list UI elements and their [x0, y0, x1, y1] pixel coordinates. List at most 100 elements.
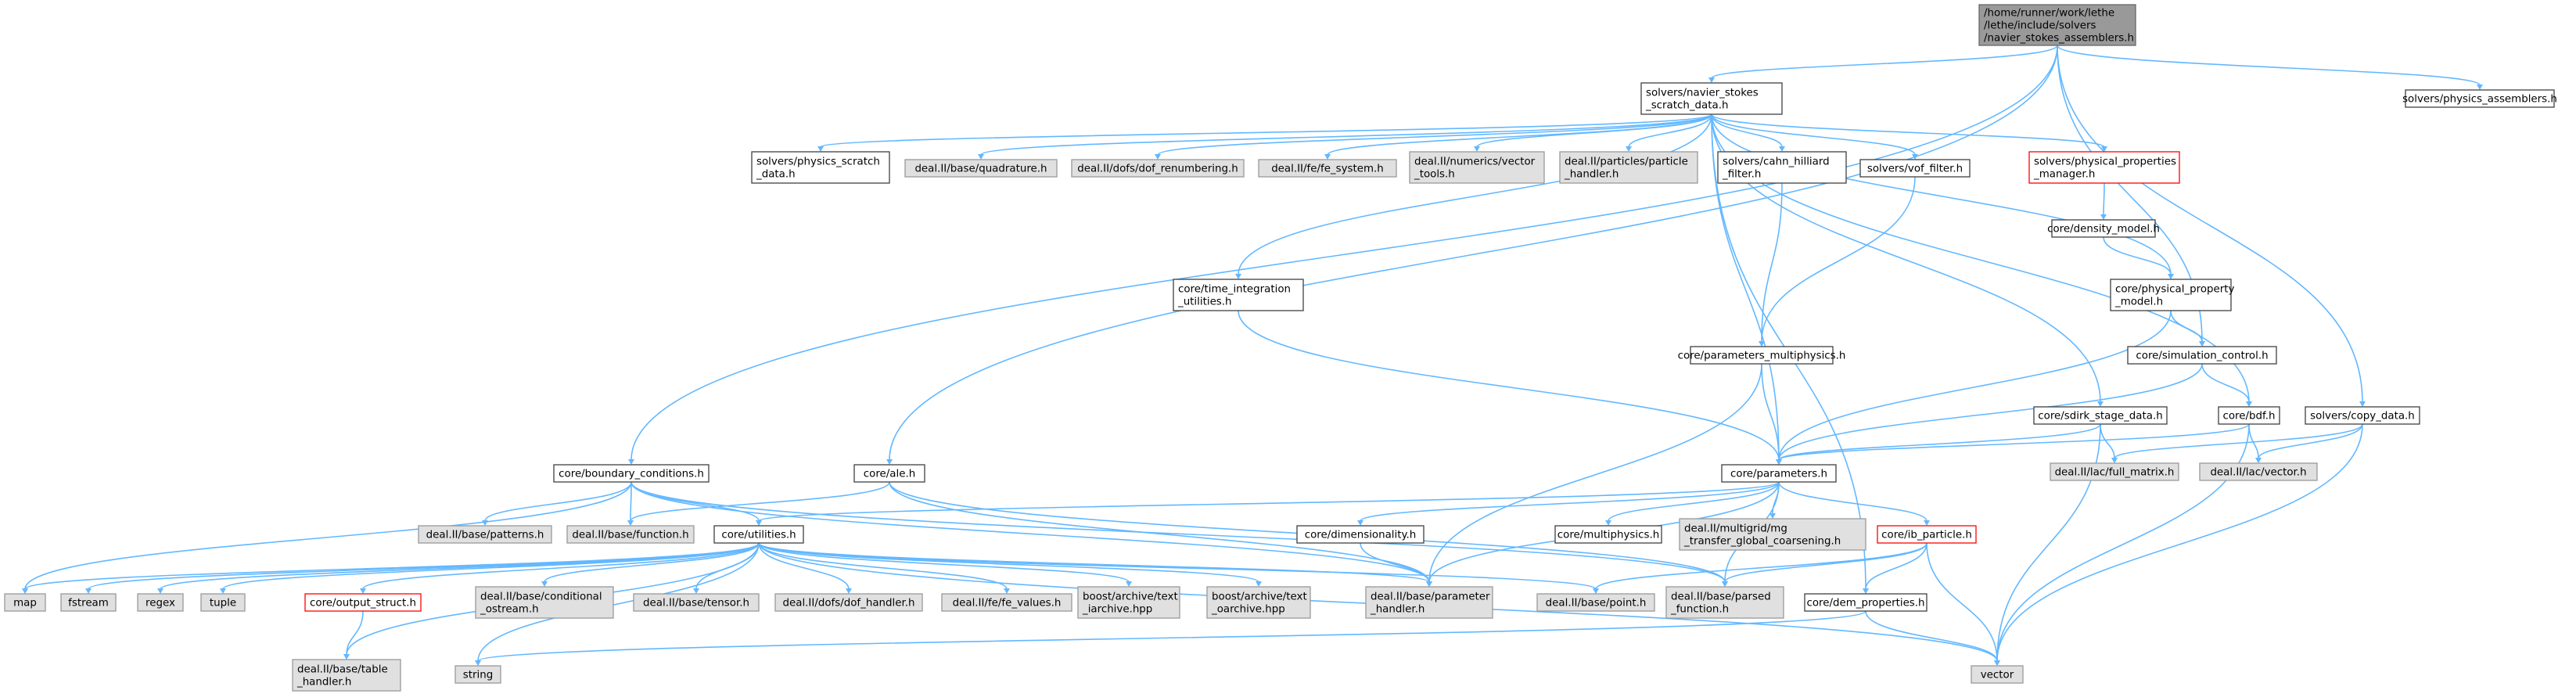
edge-params-to-dimensionality: [1360, 481, 1780, 522]
node-label: regex: [146, 598, 175, 609]
edge-ns_scratch-to-ppm: [1711, 113, 2105, 148]
arrowhead-params-to-mg_transfer: [1769, 513, 1776, 519]
node-ale[interactable]: core/ale.h: [853, 464, 925, 483]
node-lac_vector[interactable]: deal.II/lac/vector.h: [2199, 462, 2318, 481]
node-phys_asm[interactable]: solvers/physics_assemblers.h: [2402, 89, 2557, 108]
node-param_mp[interactable]: core/parameters_multiphysics.h: [1678, 346, 1846, 365]
node-map[interactable]: map: [4, 593, 46, 612]
node-root[interactable]: /home/runner/work/lethe/lethe/include/so…: [1978, 4, 2136, 46]
node-param_handler[interactable]: deal.II/base/parameter_handler.h: [1365, 586, 1493, 619]
node-output_struct[interactable]: core/output_struct.h: [304, 593, 422, 612]
node-box: [1258, 159, 1397, 178]
node-patterns[interactable]: deal.II/base/patterns.h: [418, 525, 552, 544]
node-phys_scratch[interactable]: solvers/physics_scratch_data.h: [751, 151, 890, 184]
arrowhead-bdf-to-params: [1776, 459, 1782, 465]
node-box: [1077, 586, 1180, 619]
arrowhead-ns_scratch-to-time_int: [1235, 274, 1241, 279]
edge-utilities-to-map: [24, 542, 760, 590]
node-string[interactable]: string: [454, 665, 501, 684]
node-cahn[interactable]: solvers/cahn_hilliard_filter.h: [1717, 151, 1847, 184]
node-multiphysics[interactable]: core/multiphysics.h: [1554, 525, 1662, 544]
edge-sdirk-to-std_vector: [1996, 423, 2101, 662]
edge-bdf-to-params: [1778, 423, 2250, 461]
node-vof[interactable]: solvers/vof_filter.h: [1859, 159, 1971, 178]
node-fe_values[interactable]: deal.II/fe/fe_values.h: [941, 593, 1072, 612]
node-label: _data.h: [756, 169, 796, 181]
edge-copy_data-to-full_matrix: [2114, 423, 2363, 459]
node-box: [1206, 586, 1311, 619]
node-ppmodel[interactable]: core/physical_property_model.h: [2110, 279, 2235, 311]
arrowhead-params-to-ib_particle: [1924, 520, 1930, 526]
node-bc[interactable]: core/boundary_conditions.h: [553, 464, 710, 483]
node-vector_tools[interactable]: deal.II/numerics/vector_tools.h: [1409, 151, 1545, 184]
arrowhead-root-to-phys_asm: [2477, 85, 2483, 90]
node-mg_transfer[interactable]: deal.II/multigrid/mg_transfer_global_coa…: [1679, 518, 1866, 551]
node-label: core/output_struct.h: [310, 598, 416, 609]
node-quadrature[interactable]: deal.II/base/quadrature.h: [904, 159, 1058, 178]
node-label: fstream: [68, 598, 109, 609]
node-fstream[interactable]: fstream: [60, 593, 117, 612]
node-full_matrix[interactable]: deal.II/lac/full_matrix.h: [2050, 462, 2179, 481]
edge-dem_props-to-std_vector: [1865, 610, 1998, 662]
node-utilities[interactable]: core/utilities.h: [713, 525, 804, 544]
node-density[interactable]: core/density_model.h: [2047, 219, 2160, 238]
node-std_vector[interactable]: vector: [1971, 665, 2024, 684]
node-dof_renum[interactable]: deal.II/dofs/dof_renumbering.h: [1071, 159, 1245, 178]
node-function[interactable]: deal.II/base/function.h: [566, 525, 695, 544]
node-tensor[interactable]: deal.II/base/tensor.h: [633, 593, 760, 612]
node-dof_handler[interactable]: deal.II/dofs/dof_handler.h: [774, 593, 923, 612]
edge-ns_scratch-to-vof: [1711, 113, 1916, 156]
edge-bc-to-map: [24, 481, 632, 590]
node-box: [553, 464, 710, 483]
node-sdirk[interactable]: core/sdirk_stage_data.h: [2033, 406, 2168, 425]
node-cond_ostream[interactable]: deal.II/base/conditional_ostream.h: [475, 586, 614, 619]
node-box: [2028, 151, 2180, 184]
node-sim_ctrl[interactable]: core/simulation_control.h: [2127, 346, 2277, 365]
edge-time_int-to-params: [1238, 310, 1780, 461]
node-parsed_fn[interactable]: deal.II/base/parsed_function.h: [1665, 586, 1784, 619]
edge-output_struct-to-table_handler: [346, 610, 364, 656]
node-regex[interactable]: regex: [137, 593, 184, 612]
edge-utilities-to-point: [758, 542, 1597, 590]
arrowhead-utilities-to-fe_values: [1004, 588, 1010, 594]
edge-ib_particle-to-point: [1595, 542, 1928, 590]
arrowhead-root-to-ns_scratch: [1708, 77, 1715, 83]
edge-param_mp-to-params: [1761, 363, 1780, 461]
node-box: [1859, 159, 1971, 178]
node-tuple[interactable]: tuple: [200, 593, 246, 612]
node-label: deal.II/particles/particle: [1565, 156, 1688, 168]
node-label: tuple: [210, 598, 236, 609]
node-bdf[interactable]: core/bdf.h: [2218, 406, 2280, 425]
edge-bc-to-param_handler: [631, 481, 1430, 583]
node-ns_scratch[interactable]: solvers/navier_stokes_scratch_data.h: [1640, 82, 1783, 115]
edge-params-to-ib_particle: [1778, 481, 1928, 522]
arrowhead-ale-to-function: [627, 520, 634, 526]
node-point[interactable]: deal.II/base/point.h: [1536, 593, 1655, 612]
node-ib_particle[interactable]: core/ib_particle.h: [1877, 525, 1977, 544]
node-particle_handler[interactable]: deal.II/particles/particle_handler.h: [1559, 151, 1698, 184]
node-ppm[interactable]: solvers/physical_properties_manager.h: [2028, 151, 2180, 184]
node-params[interactable]: core/parameters.h: [1721, 464, 1837, 483]
node-fe_system[interactable]: deal.II/fe/fe_system.h: [1258, 159, 1397, 178]
node-table_handler[interactable]: deal.II/base/table_handler.h: [292, 659, 401, 692]
node-box: [2305, 406, 2420, 425]
node-label: _utilities.h: [1177, 297, 1232, 308]
node-box: [751, 151, 890, 184]
node-iarchive[interactable]: boost/archive/text_iarchive.hpp: [1077, 586, 1180, 619]
node-dimensionality[interactable]: core/dimensionality.h: [1296, 525, 1425, 544]
node-label: deal.II/dofs/dof_renumbering.h: [1077, 164, 1238, 175]
node-label: deal.II/fe/fe_system.h: [1271, 164, 1384, 175]
edge-utilities-to-iarchive: [758, 542, 1130, 583]
edge-utilities-to-output_struct: [362, 542, 760, 590]
node-time_int[interactable]: core/time_integration_utilities.h: [1173, 279, 1304, 311]
node-box: [774, 593, 923, 612]
node-label: map: [13, 598, 37, 609]
node-box: [1679, 518, 1866, 551]
node-box: [1536, 593, 1655, 612]
arrowhead-params-to-utilities: [756, 520, 762, 526]
node-copy_data[interactable]: solvers/copy_data.h: [2305, 406, 2420, 425]
node-dem_props[interactable]: core/dem_properties.h: [1804, 593, 1928, 612]
node-oarchive[interactable]: boost/archive/text_oarchive.hpp: [1206, 586, 1311, 619]
node-box: [2050, 462, 2179, 481]
